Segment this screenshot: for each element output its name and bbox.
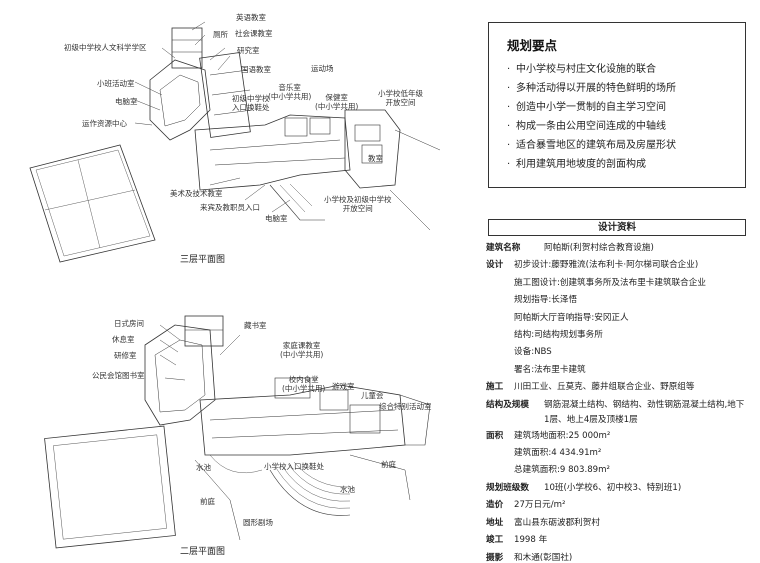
label-ops-center: 运作资源中心 (82, 119, 127, 128)
floor-plans: 英语教室 厕所 社会课教室 研究室 国语教室 初级中学校人文科学学区 运动场 小… (29, 13, 441, 557)
planning-point: ·适合暴雪地区的建筑布局及房屋形状 (507, 140, 676, 151)
info-row-design-2: 施工图设计:创建筑事务所及法布里卡建筑联合企业 (514, 277, 706, 288)
label-canteen: 校内食堂(中小学共用) (282, 375, 326, 393)
label-tea-room: 日式房间 (114, 319, 144, 328)
label-entrance-shoe: 初级中学校入口换鞋处 (232, 94, 270, 112)
planning-point: ·利用建筑用地坡度的剖面构成 (507, 159, 646, 170)
label-english: 英语教室 (236, 13, 266, 22)
label-health: 保健室(中小学共用) (315, 93, 359, 111)
plan2-left-block (144, 324, 216, 426)
label-public-lib: 公民会馆图书室 (92, 371, 145, 380)
info-row-area-2: 建筑面积:4 434.91m² (514, 448, 602, 459)
label-playground: 运动场 (311, 64, 334, 73)
label-round-theater: 圆形剧场 (243, 518, 273, 527)
label-social: 社会课教室 (235, 29, 273, 38)
plan3-classroom-block (199, 52, 251, 138)
label-front-yard: 前庭 (381, 460, 396, 469)
label-play-room: 游戏室 (332, 382, 355, 391)
planning-points-box: 规划要点 ·中小学校与村庄文化设施的联合 ·多种活动得以开展的特色鲜明的场所 ·… (488, 22, 746, 188)
label-toilet: 厕所 (213, 30, 228, 39)
label-small-class: 小班活动室 (97, 79, 135, 88)
plan3-site-square (29, 144, 156, 263)
label-music: 音乐室(中小学共用) (268, 83, 312, 101)
label-guest-entry: 来宾及教职员入口 (200, 203, 260, 212)
info-row-design-3: 规划指导:长泽悟 (514, 295, 578, 306)
label-junior-hum: 初级中学校人文科学学区 (64, 43, 147, 52)
info-row-name: 建筑名称阿帕斯(利贺村综合教育设施) (486, 243, 654, 253)
label-primary-junior-open: 小学校及初级中学校开放空间 (324, 195, 392, 213)
label-front-yard2: 前庭 (200, 497, 215, 506)
info-row-construction: 施工川田工业、丘莫克、藤井组联合企业、野原组等 (486, 382, 695, 393)
label-research: 研究室 (237, 46, 260, 55)
label-art-tech: 美术及技术教室 (170, 189, 223, 198)
label-mandarin: 国语教室 (241, 65, 271, 74)
planning-point: ·构成一条由公用空间连成的中轴线 (507, 121, 666, 132)
caption-plan2: 二层平面图 (180, 547, 226, 557)
label-training: 研修室 (114, 351, 137, 360)
plan2-theater-arc (269, 469, 351, 516)
planning-point: ·中小学校与村庄文化设施的联合 (507, 64, 656, 75)
planning-points-title: 规划要点 (507, 38, 558, 53)
info-row-photo: 摄影和木通(彰国社) (486, 552, 573, 563)
caption-plan3: 三层平面图 (180, 255, 226, 265)
design-info: 建筑名称阿帕斯(利贺村综合教育设施) 设计初步设计:藤野雅流(法布利卡·阿尔梯司… (486, 240, 758, 563)
plan3-north-block (171, 27, 203, 69)
info-row-area-3: 总建筑面积:9 803.89m² (514, 465, 610, 476)
plan3-left-wing (149, 59, 211, 141)
info-row-address: 地址富山县东砺波郡利贺村 (486, 517, 600, 528)
info-row-area: 面积建筑场地面积:25 000m² (486, 430, 611, 441)
label-special-room: 综合特别活动室 (379, 402, 432, 411)
planning-points-list: ·中小学校与村庄文化设施的联合 ·多种活动得以开展的特色鲜明的场所 ·创造中小学… (507, 60, 745, 174)
info-row-design-7: 署名:法布里卡建筑 (514, 364, 586, 375)
label-primary-low: 小学校低年级开放空间 (378, 89, 423, 107)
info-row-structure: 结构及规模钢筋混凝土结构、钢结构、劲性钢筋混凝土结构,地下1层、地上4层及顶楼1… (486, 399, 745, 425)
info-row-design: 设计初步设计:藤野雅流(法布利卡·阿尔梯司联合企业) (486, 260, 699, 271)
label-pc-room: 电脑室 (115, 97, 138, 106)
label-children-hall: 儿童会 (361, 391, 384, 400)
plan3-central-corridor (194, 114, 351, 191)
plan2-site-square (44, 425, 176, 549)
label-pool: 水池 (196, 463, 211, 472)
label-rest-room: 休息室 (112, 335, 135, 344)
label-pool2: 水池 (340, 485, 355, 494)
label-library-room: 藏书室 (244, 321, 267, 330)
plan3-right-block (344, 109, 401, 189)
label-pc-room2: 电脑室 (265, 214, 288, 223)
info-row-design-4: 阿帕斯大厅音响指导:安冈正人 (514, 312, 629, 323)
plan-drawings (29, 21, 441, 549)
plan2-library-block (184, 315, 224, 347)
label-primary-entrance: 小学校入口换鞋处 (264, 462, 324, 471)
planning-point: ·创造中小学一贯制的自主学习空间 (507, 102, 666, 113)
planning-point: ·多种活动得以开展的特色鲜明的场所 (507, 83, 676, 94)
design-info-title: 设计资料 (488, 219, 746, 236)
label-classroom: 教室 (368, 154, 383, 163)
label-home-ec: 家庭课教室(中小学共用) (280, 341, 324, 359)
info-row-design-6: 设备:NBS (514, 347, 552, 358)
info-row-design-5: 结构:司结构规划事务所 (514, 330, 603, 341)
